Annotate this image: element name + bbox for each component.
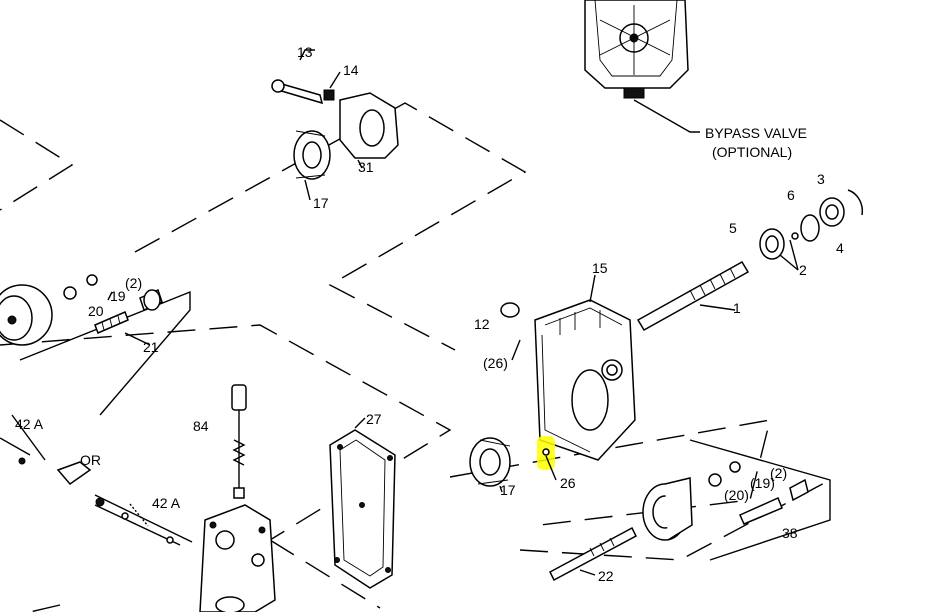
label-2-right: 2 (799, 262, 807, 278)
control-lever-group (271, 49, 399, 201)
label-42a-bottom: 42 A (152, 495, 181, 511)
label-6: 6 (787, 187, 795, 203)
label-27: 27 (366, 411, 382, 427)
input-shaft-group (636, 189, 864, 332)
label-12: 12 (474, 316, 490, 332)
main-housing-15 (534, 274, 636, 461)
center-section (199, 504, 276, 612)
label-4: 4 (836, 240, 844, 256)
label-38: 38 (782, 525, 798, 541)
label-2-left: (2) (125, 275, 142, 291)
label-22: 22 (598, 568, 614, 584)
label-19-right: (19) (750, 475, 775, 491)
label-17-top: 17 (313, 195, 329, 211)
label-14: 14 (343, 62, 359, 78)
check-valve-group (0, 437, 181, 546)
label-42a-top: 42 A (15, 416, 44, 432)
seals (469, 302, 521, 493)
label-15: 15 (592, 260, 608, 276)
label-bypass-valve: BYPASS VALVE (705, 125, 807, 141)
label-19-left: 19 (110, 288, 126, 304)
label-1: 1 (733, 300, 741, 316)
label-17-bottom: 17 (500, 482, 516, 498)
bypass-cover (584, 0, 700, 133)
label-2-far-right: (2) (770, 465, 787, 481)
label-20-left: 20 (88, 303, 104, 319)
label-26: 26 (560, 475, 576, 491)
label-3: 3 (817, 171, 825, 187)
gasket-27 (329, 417, 396, 589)
right-pump-group (549, 461, 809, 582)
label-31: 31 (358, 159, 374, 175)
label-or: OR (80, 452, 101, 468)
label-84: 84 (193, 418, 209, 434)
label-20-right: (20) (724, 487, 749, 503)
label-5: 5 (729, 220, 737, 236)
label-21: 21 (143, 339, 159, 355)
left-pump-group (0, 274, 163, 346)
label-optional: (OPTIONAL) (712, 144, 792, 160)
dipstick-84 (231, 384, 247, 499)
exploded-outline (0, 102, 831, 612)
label-13: 13 (297, 44, 313, 60)
label-26-paren: (26) (483, 355, 508, 371)
